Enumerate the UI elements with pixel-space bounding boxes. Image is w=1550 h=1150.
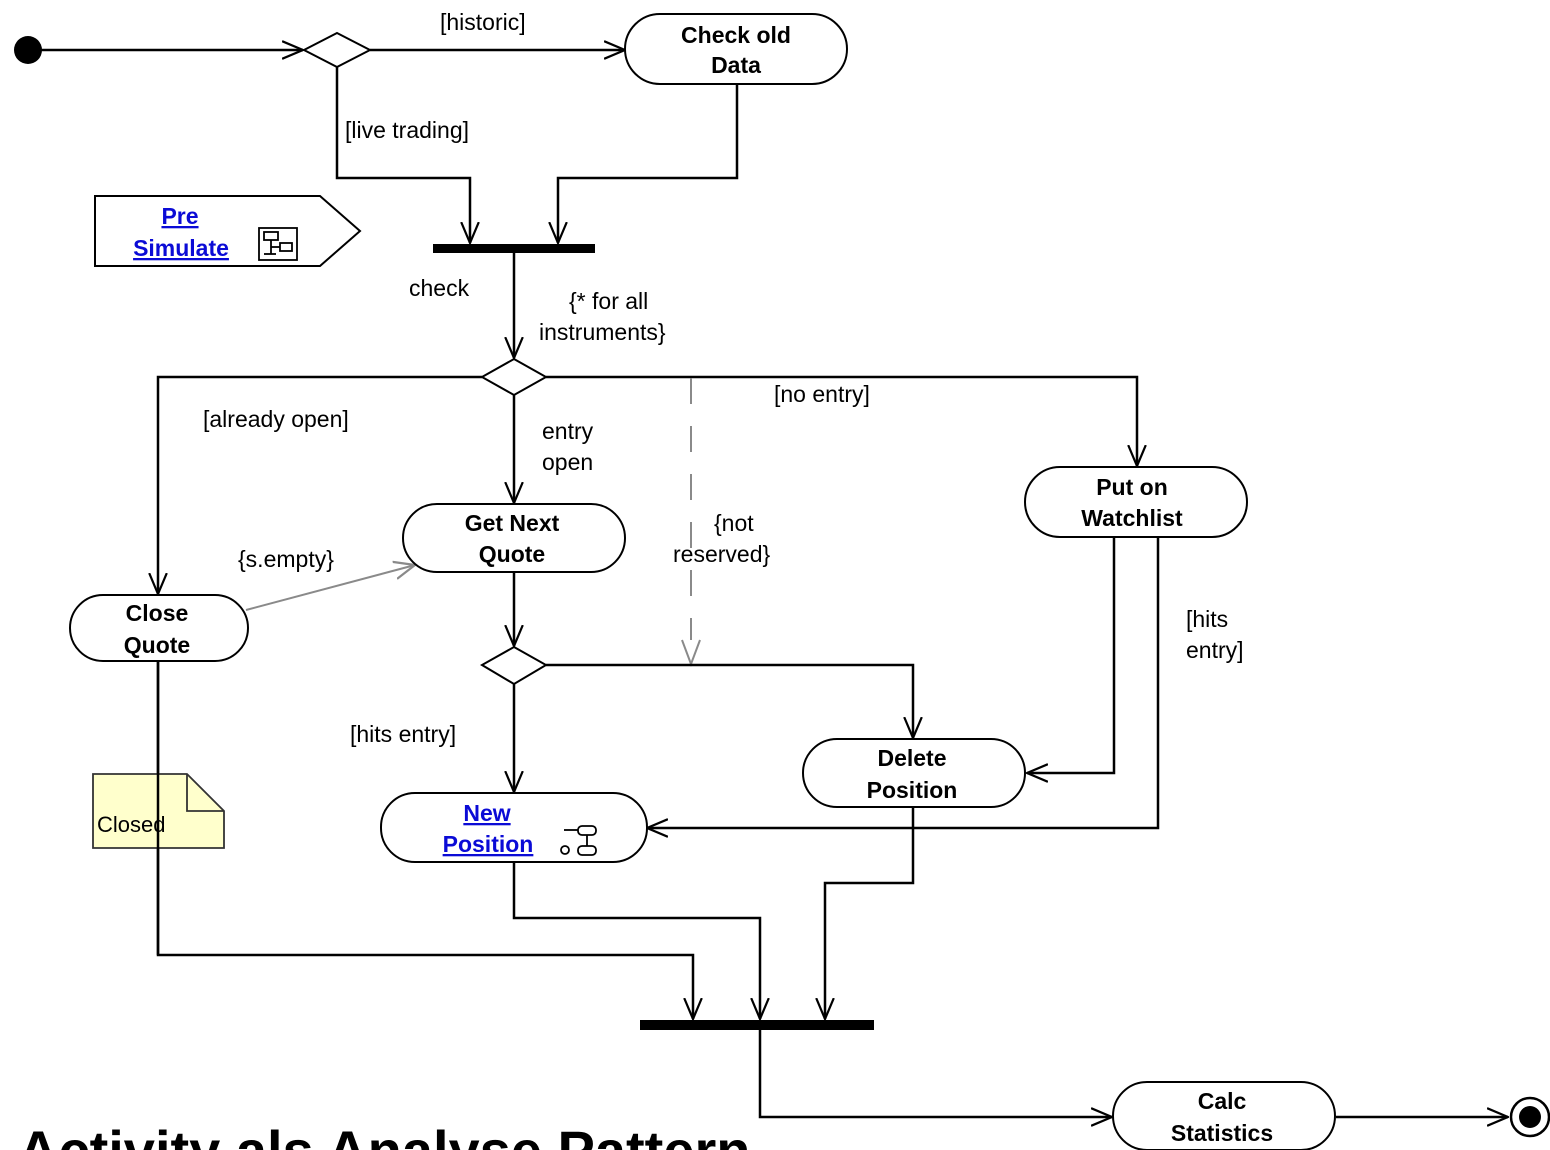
guard-hits-entry-watchlist: [hits — [1186, 606, 1228, 632]
action-delete-position: Delete Position — [802, 738, 1026, 808]
initial-node — [14, 36, 42, 64]
label-entry-open: open — [542, 449, 593, 475]
action-put-on-watchlist: Put on Watchlist — [1024, 466, 1248, 538]
flow-watchlist-to-delete — [1027, 538, 1116, 773]
pre-simulate-label[interactable]: Simulate — [133, 235, 229, 261]
flow-lines — [30, 50, 1508, 1117]
flow-to-delete — [546, 663, 913, 738]
decision-entry — [480, 645, 548, 686]
join-bar-bottom — [640, 1020, 874, 1030]
final-node — [1509, 1096, 1550, 1138]
action-label: Watchlist — [1081, 505, 1183, 531]
label-s-empty: {s.empty} — [238, 546, 334, 572]
flow-new-to-join — [512, 862, 760, 1019]
label-not-reserved: {not — [714, 510, 754, 536]
action-label: Get Next — [465, 510, 560, 536]
decision-instrument-state — [479, 357, 549, 397]
guard-hits-entry-watchlist: entry] — [1186, 637, 1244, 663]
flow-delete-to-join — [825, 808, 915, 1019]
label-for-all: {* for all — [569, 288, 648, 314]
new-position-link[interactable]: New — [463, 800, 510, 826]
action-label: Check old — [681, 22, 791, 48]
flow-not-reserved-arrowhead — [681, 639, 701, 667]
flow-no-entry — [546, 375, 1137, 466]
slide-caption: Activity als Analyse Pattern — [18, 1119, 750, 1150]
new-position-link[interactable]: Position — [443, 831, 534, 857]
action-label: Position — [867, 777, 958, 803]
action-label: Put on — [1096, 474, 1168, 500]
action-label: Data — [711, 52, 761, 78]
action-label: Close — [126, 600, 189, 626]
action-label: Quote — [124, 632, 190, 658]
label-for-all: instruments} — [539, 319, 666, 345]
label-entry-open: entry — [542, 418, 594, 444]
action-label: Delete — [877, 745, 946, 771]
guard-live-trading: [live trading] — [345, 117, 469, 143]
flow-join-to-calc — [758, 1030, 1112, 1117]
action-label: Statistics — [1171, 1120, 1273, 1146]
pre-simulate-label[interactable]: Pre — [161, 203, 198, 229]
guard-hits-entry: [hits entry] — [350, 721, 456, 747]
action-get-next-quote: Get Next Quote — [402, 503, 626, 573]
action-new-position[interactable]: New Position — [380, 792, 648, 863]
label-not-reserved: reserved} — [673, 541, 770, 567]
guard-no-entry: [no entry] — [774, 381, 870, 407]
decision-mode — [301, 31, 373, 69]
guard-historic: [historic] — [440, 9, 526, 35]
action-label: Calc — [1198, 1088, 1247, 1114]
label-check: check — [409, 275, 470, 301]
note-text: Closed — [97, 812, 165, 837]
action-check-old-data: Check old Data — [624, 13, 848, 85]
action-calc-statistics: Calc Statistics — [1112, 1081, 1336, 1150]
guard-already-open: [already open] — [203, 406, 349, 432]
pre-simulate-link[interactable]: Pre Simulate — [94, 195, 362, 267]
action-label: Quote — [479, 541, 545, 567]
action-close-quote: Close Quote — [69, 594, 249, 662]
flow-already-open — [158, 375, 482, 594]
join-bar-top — [433, 244, 595, 253]
subactivity-icon — [560, 825, 597, 856]
diagram-icon — [258, 227, 298, 261]
flow-s-empty — [245, 565, 415, 611]
flow-live-trading — [335, 67, 470, 243]
flow-old-data-to-join — [558, 84, 739, 243]
flow-watchlist-to-new — [647, 538, 1160, 828]
